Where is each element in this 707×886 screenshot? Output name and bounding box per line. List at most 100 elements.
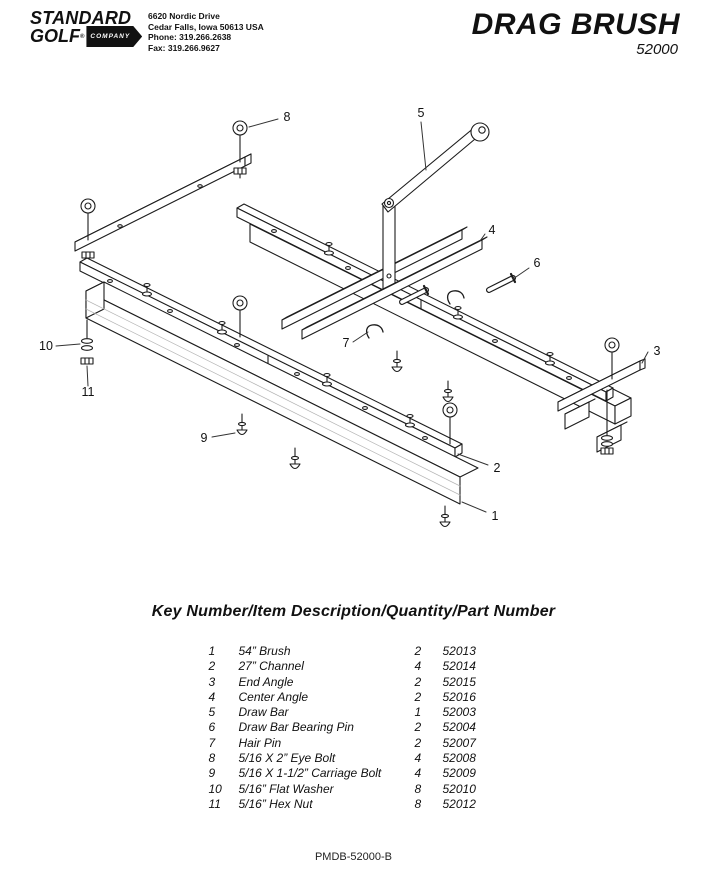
hex-nut-icon — [80, 357, 94, 365]
cell-qty: 2 — [414, 689, 422, 704]
model-number: 52000 — [636, 41, 678, 58]
carriage-bolt-icon — [289, 447, 301, 470]
cell-description: 5/16” Hex Nut — [238, 796, 313, 811]
parts-table-row: 8 5/16 X 2” Eye Bolt 4 52008 — [209, 751, 499, 766]
carriage-bolt-icon — [439, 505, 451, 528]
callout-leader-7 — [352, 331, 369, 343]
address-fax: Fax: 319.266.9627 — [148, 42, 220, 53]
flat-washer-icon — [600, 435, 614, 441]
logo-standard-text: STANDARD — [30, 8, 132, 28]
cell-part: 52003 — [442, 705, 476, 720]
cell-key: 7 — [208, 735, 216, 750]
cell-qty: 2 — [414, 644, 422, 658]
cell-part: 52007 — [442, 735, 476, 750]
cell-part: 52008 — [442, 751, 476, 766]
callout-leader-1 — [461, 501, 487, 513]
hex-nut-icon — [600, 447, 614, 455]
cell-key: 4 — [208, 689, 216, 704]
company-address: 6620 Nordic Drive Cedar Falls, Iowa 5061… — [148, 11, 264, 53]
parts-table-heading: Key Number/Item Description/Quantity/Par… — [151, 603, 556, 620]
callout-leader-3 — [641, 351, 649, 364]
cell-description: Center Angle — [238, 689, 309, 704]
cell-key: 8 — [208, 751, 216, 766]
parts-table-row: 10 5/16” Flat Washer 8 52010 — [209, 782, 499, 797]
cell-key: 2 — [208, 659, 216, 674]
draw-bar-bearing-pin — [399, 284, 430, 305]
cell-qty: 2 — [414, 735, 422, 750]
parts-table-row: 1 54” Brush 2 52013 — [209, 644, 499, 659]
cell-qty: 2 — [414, 720, 422, 735]
cell-description: Hair Pin — [238, 735, 282, 750]
cell-part: 52004 — [442, 720, 476, 735]
cell-description: 54” Brush — [238, 644, 291, 658]
flat-washer-icon — [600, 441, 614, 447]
carriage-bolt-icon — [442, 380, 454, 403]
document-number: PMDB-52000-B — [314, 851, 393, 863]
callout-label-1: 1 — [492, 509, 499, 523]
page-header: STANDARD GOLF® COMPANY 6620 Nordic Drive… — [30, 8, 680, 68]
cell-part: 52013 — [442, 644, 476, 658]
cell-qty: 8 — [414, 796, 422, 811]
callout-leader-4 — [479, 233, 486, 242]
parts-table-row: 9 5/16 X 1-1/2” Carriage Bolt 4 52009 — [209, 766, 499, 781]
callout-leader-5 — [420, 121, 427, 171]
registered-mark: ® — [80, 34, 85, 40]
cell-key: 1 — [208, 644, 216, 658]
cell-key: 9 — [208, 766, 216, 781]
rear-brush-and-channels — [236, 203, 632, 425]
center-angles-and-draw-bar — [281, 122, 517, 340]
bottom-hardware — [80, 319, 454, 528]
callout-label-9: 9 — [201, 431, 208, 445]
hair-pin-icon — [365, 324, 384, 339]
cell-part: 52012 — [442, 796, 476, 811]
cell-description: 5/16” Flat Washer — [238, 781, 334, 796]
cell-key: 11 — [208, 796, 221, 811]
callout-label-3: 3 — [654, 344, 661, 358]
title-block: DRAG BRUSH 52000 — [472, 10, 680, 59]
callout-leader-8 — [248, 118, 279, 128]
draw-bar-bearing-pin — [486, 272, 517, 293]
parts-table-row: 11 5/16” Hex Nut 8 52012 — [209, 797, 499, 812]
hex-nut-icon — [81, 251, 95, 259]
address-phone: Phone: 319.266.2638 — [148, 32, 232, 42]
cell-qty: 4 — [414, 751, 422, 766]
carriage-bolt-icon — [236, 413, 248, 436]
callout-leader-2 — [457, 453, 489, 466]
cell-description: 5/16 X 2” Eye Bolt — [238, 751, 336, 766]
cell-part: 52015 — [442, 674, 476, 689]
cell-key: 10 — [208, 781, 222, 796]
callout-leader-11 — [86, 365, 89, 387]
cell-part: 52010 — [442, 781, 476, 796]
parts-table-row: 6 Draw Bar Bearing Pin 2 52004 — [209, 720, 499, 735]
cell-description: 5/16 X 1-1/2” Carriage Bolt — [238, 766, 382, 781]
cell-description: Draw Bar Bearing Pin — [238, 720, 354, 735]
draw-bar — [381, 122, 490, 213]
cell-part: 52009 — [442, 766, 476, 781]
logo-golf-text: GOLF — [30, 26, 80, 46]
hex-nut-icon — [233, 167, 247, 175]
callout-label-5: 5 — [418, 106, 425, 120]
callout-label-10: 10 — [39, 339, 53, 353]
end-angle-right — [557, 337, 646, 455]
carriage-bolt-icon — [391, 350, 403, 373]
cell-key: 6 — [208, 720, 216, 735]
cell-part: 52014 — [442, 659, 476, 674]
cell-qty: 4 — [414, 766, 422, 781]
cell-key: 3 — [208, 674, 216, 689]
end-angle-left-exploded — [74, 120, 252, 263]
callout-leader-10 — [55, 343, 81, 347]
company-logo: STANDARD GOLF® COMPANY — [30, 8, 150, 47]
cell-description: 27” Channel — [238, 659, 304, 674]
parts-table: Key Number/Item Description/Quantity/Par… — [0, 603, 707, 812]
callout-leader-6 — [512, 267, 530, 280]
cell-qty: 4 — [414, 659, 422, 674]
callout-label-8: 8 — [284, 110, 291, 124]
cell-qty: 8 — [414, 781, 422, 796]
eye-bolt-icon — [232, 120, 248, 163]
callout-leader-9 — [211, 432, 236, 438]
